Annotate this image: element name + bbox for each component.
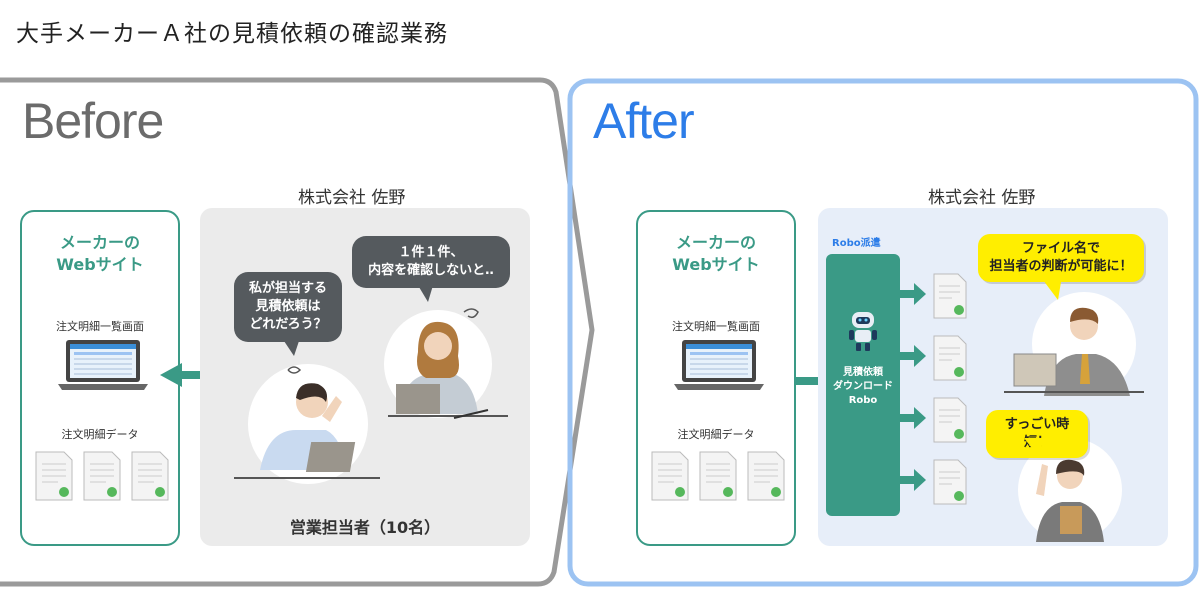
before-frame xyxy=(0,77,595,587)
document-icons xyxy=(35,451,169,501)
document-icon xyxy=(933,459,967,505)
bubble-happy-man-line-2: 担当者の判断が可能に！ xyxy=(989,259,1133,274)
bubble-tail xyxy=(1040,276,1062,300)
arrow-right-icon xyxy=(900,283,926,305)
bubble-tail xyxy=(282,338,300,356)
robo-column: 見積依頼 ダウンロード Robo xyxy=(826,254,900,516)
after-data-label: 注文明細データ xyxy=(677,428,755,441)
before-company: 株式会社 佐野 xyxy=(298,188,406,208)
document-icon xyxy=(651,451,689,501)
happy-man-illustration xyxy=(1004,292,1144,396)
page-title: 大手メーカーＡ社の見積依頼の確認業務 xyxy=(16,21,448,47)
document-icon xyxy=(933,397,967,443)
after-maker-title-2: Webサイト xyxy=(672,255,760,274)
document-icon xyxy=(131,451,169,501)
arrow-right-icon xyxy=(900,407,926,429)
bubble-man-line-1: 私が担当する xyxy=(248,281,327,296)
robo-text-3: Robo xyxy=(848,395,878,406)
before-maker-box: メーカーの Webサイト 注文明細一覧画面 注文明細データ xyxy=(20,210,180,546)
before-screen-label: 注文明細一覧画面 xyxy=(56,320,144,333)
after-company: 株式会社 佐野 xyxy=(928,188,1036,208)
woman-laptop-illustration xyxy=(384,308,508,419)
document-icon xyxy=(699,451,737,501)
arrows-documents xyxy=(900,273,967,505)
laptop-icon xyxy=(58,340,148,390)
before-label: Before xyxy=(22,93,164,149)
bubble-woman-line-1: １件１件、 xyxy=(398,245,464,260)
before-data-label: 注文明細データ xyxy=(61,428,139,441)
robot-icon xyxy=(849,312,877,351)
arrow-right-icon xyxy=(900,345,926,367)
laptop-icon xyxy=(674,340,764,390)
sales-staff-label: 営業担当者（10名） xyxy=(289,518,441,537)
bubble-happy-man-line-1: ファイル名で xyxy=(1021,241,1100,256)
document-icon xyxy=(933,335,967,381)
document-icon xyxy=(35,451,73,501)
bubble-woman-line-2: 内容を確認しないと‥ xyxy=(368,263,494,278)
bubble-tail xyxy=(416,282,434,302)
after-maker-title-1: メーカーの xyxy=(675,233,756,252)
speech-bubble-happy-man: ファイル名で 担当者の判断が可能に！ xyxy=(978,234,1144,282)
bubble-man-line-2: 見積依頼は xyxy=(255,299,321,314)
bubble-tail xyxy=(1024,438,1044,456)
document-icon xyxy=(933,273,967,319)
speech-bubble-man: 私が担当する 見積依頼は どれだろう？ xyxy=(234,272,342,342)
worried-man-illustration xyxy=(234,364,380,484)
after-panel: Robo派遣 見積依頼 ダウンロード Robo xyxy=(818,208,1168,546)
bubble-man-line-3: どれだろう？ xyxy=(249,317,327,332)
connector-bar xyxy=(796,377,828,385)
robo-text-2: ダウンロード xyxy=(833,381,893,392)
speech-bubble-woman: １件１件、 内容を確認しないと‥ xyxy=(352,236,510,288)
document-icons xyxy=(651,451,785,501)
after-frame xyxy=(567,78,1199,587)
before-maker-title-1: メーカーの xyxy=(59,233,140,252)
before-sales-panel: 私が担当する 見積依頼は どれだろう？ １件１件、 内容を確認しないと‥ 営業担… xyxy=(200,208,530,546)
after-maker-box: メーカーの Webサイト 注文明細一覧画面 注文明細データ xyxy=(636,210,796,546)
robo-tag: Robo派遣 xyxy=(832,238,881,249)
before-maker-title-2: Webサイト xyxy=(56,255,144,274)
after-label: After xyxy=(593,93,695,149)
after-screen-label: 注文明細一覧画面 xyxy=(672,320,760,333)
document-icon xyxy=(747,451,785,501)
happy-woman-illustration xyxy=(1018,438,1122,542)
arrow-right-icon xyxy=(900,469,926,491)
robo-text-1: 見積依頼 xyxy=(843,367,883,378)
document-icon xyxy=(83,451,121,501)
